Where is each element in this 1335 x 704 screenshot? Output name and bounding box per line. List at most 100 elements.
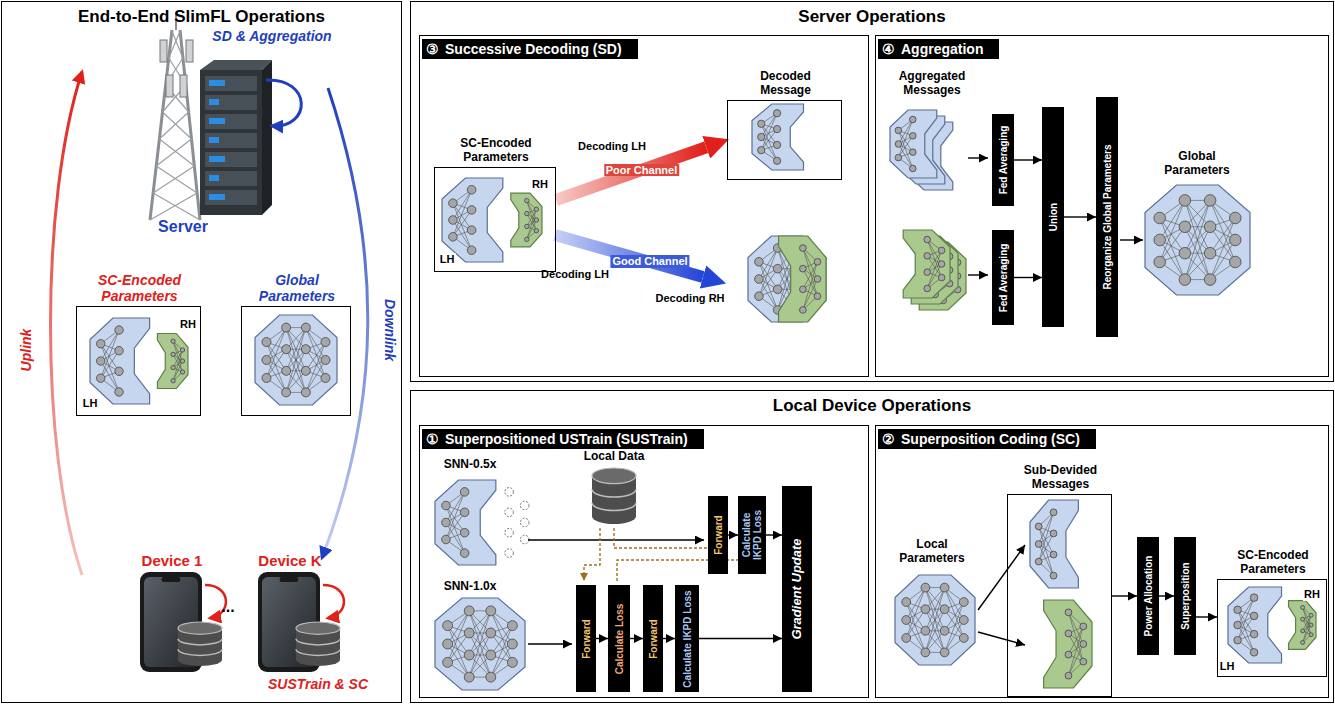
database-top bbox=[296, 622, 340, 634]
network-neuron bbox=[180, 359, 184, 363]
network-neuron bbox=[938, 261, 945, 268]
flow-connector bbox=[699, 638, 782, 639]
section-header: ②Superposition Coding (SC) bbox=[878, 429, 1096, 449]
link-label: Uplink bbox=[18, 329, 34, 372]
half-label: LH bbox=[439, 253, 456, 266]
bar-text: Reorganize Global Parameters bbox=[1102, 101, 1113, 333]
network-neuron bbox=[1050, 530, 1057, 537]
rack-top bbox=[200, 60, 272, 70]
network-outline bbox=[157, 333, 188, 388]
network-neuron bbox=[1250, 649, 1258, 657]
network-neuron bbox=[464, 606, 474, 616]
bar-text: Calculate IKPD Loss bbox=[682, 589, 693, 688]
rack-slot bbox=[205, 95, 257, 110]
network-neuron bbox=[534, 229, 538, 233]
flow-arrow bbox=[978, 632, 1025, 645]
network-neuron bbox=[773, 285, 782, 294]
network-neuron bbox=[1301, 629, 1305, 633]
rack-light bbox=[209, 194, 225, 200]
network-neuron bbox=[773, 264, 782, 273]
network-neuron bbox=[1154, 234, 1166, 246]
rack-slot bbox=[205, 171, 257, 186]
network-neuron bbox=[460, 508, 469, 517]
process-bar: Fed Averaging bbox=[992, 114, 1014, 206]
network-neuron bbox=[921, 626, 930, 635]
database-ring bbox=[296, 649, 340, 655]
text-label: SNN-1.0x bbox=[444, 580, 497, 594]
network-neuron bbox=[902, 616, 911, 625]
network-neuron bbox=[486, 672, 496, 682]
network-icon bbox=[748, 236, 826, 322]
network-neuron bbox=[1230, 234, 1242, 246]
network-neuron bbox=[1035, 541, 1042, 548]
network-neuron bbox=[171, 365, 175, 369]
box-heading: SC-Encoded Parameters bbox=[441, 137, 551, 165]
network-neuron bbox=[1204, 247, 1216, 259]
network-neuron bbox=[1301, 605, 1305, 609]
network-icon bbox=[435, 480, 529, 565]
rack-light bbox=[209, 99, 219, 105]
network-link bbox=[925, 588, 944, 653]
phone-notch bbox=[280, 577, 299, 582]
network-neuron bbox=[443, 657, 453, 667]
network-neuron bbox=[895, 154, 902, 161]
tower-brace bbox=[159, 139, 194, 166]
network-neuron bbox=[902, 598, 911, 607]
network-link bbox=[1185, 200, 1210, 279]
network-neuron bbox=[940, 605, 949, 614]
network-neuron bbox=[301, 366, 310, 375]
parameter-box: Decoded Message bbox=[727, 100, 842, 180]
network-neuron bbox=[1065, 672, 1072, 679]
network-neuron bbox=[525, 224, 529, 228]
tower-antenna bbox=[186, 40, 193, 62]
text-label: Good Channel bbox=[610, 255, 689, 268]
network-icon bbox=[1289, 601, 1316, 650]
header-text: Superpositioned USTrain (SUSTrain) bbox=[445, 431, 688, 447]
network-neuron bbox=[534, 218, 538, 222]
tower-brace bbox=[169, 31, 180, 58]
network-icon bbox=[1030, 500, 1078, 588]
box-heading: Decoded Message bbox=[741, 70, 831, 98]
parameter-box: Sub-Devided Messages bbox=[1007, 494, 1112, 697]
network-outline bbox=[435, 598, 525, 690]
network-neuron bbox=[449, 199, 458, 208]
network-link bbox=[925, 588, 944, 653]
panel-frame: ForwardCalculate IKPD LossForwardCalcula… bbox=[410, 390, 1334, 703]
link-label: Downlink bbox=[382, 299, 398, 361]
network-icon bbox=[1145, 185, 1250, 295]
network-neuron bbox=[940, 583, 949, 592]
network-icon bbox=[90, 318, 150, 404]
network-neuron bbox=[1309, 633, 1313, 637]
text-label: Decoding LH bbox=[541, 268, 609, 281]
network-neuron bbox=[507, 621, 517, 631]
half-label: RH bbox=[179, 318, 197, 331]
header-text: ④ bbox=[882, 41, 895, 57]
network-icon bbox=[511, 193, 542, 247]
network-neuron bbox=[1234, 636, 1242, 644]
network-neuron bbox=[924, 269, 931, 276]
data-flow-dotted bbox=[614, 528, 716, 571]
network-neuron bbox=[96, 374, 104, 382]
network-neuron bbox=[800, 245, 807, 252]
server-rack bbox=[200, 60, 272, 215]
text-label: SD & Aggregation bbox=[212, 28, 331, 44]
rack-light bbox=[209, 137, 219, 143]
network-neuron bbox=[301, 388, 310, 397]
network-neuron bbox=[525, 237, 529, 241]
network-neuron bbox=[467, 206, 476, 215]
process-bar: Power Allocation bbox=[1137, 537, 1159, 655]
network-neuron bbox=[1050, 551, 1057, 558]
database-icon bbox=[592, 468, 636, 524]
removed-neuron bbox=[505, 528, 514, 537]
flow-arrow bbox=[978, 545, 1025, 610]
rack-slot bbox=[205, 133, 257, 148]
box-heading: Global Parameters bbox=[242, 272, 352, 304]
network-neuron bbox=[910, 133, 917, 140]
tower-brace bbox=[156, 139, 191, 166]
half-label: LH bbox=[82, 397, 99, 410]
network-outline bbox=[895, 575, 975, 665]
network-neuron bbox=[1179, 221, 1191, 233]
edge-label: Poor Channel bbox=[604, 164, 680, 176]
flow-connector bbox=[728, 534, 738, 535]
